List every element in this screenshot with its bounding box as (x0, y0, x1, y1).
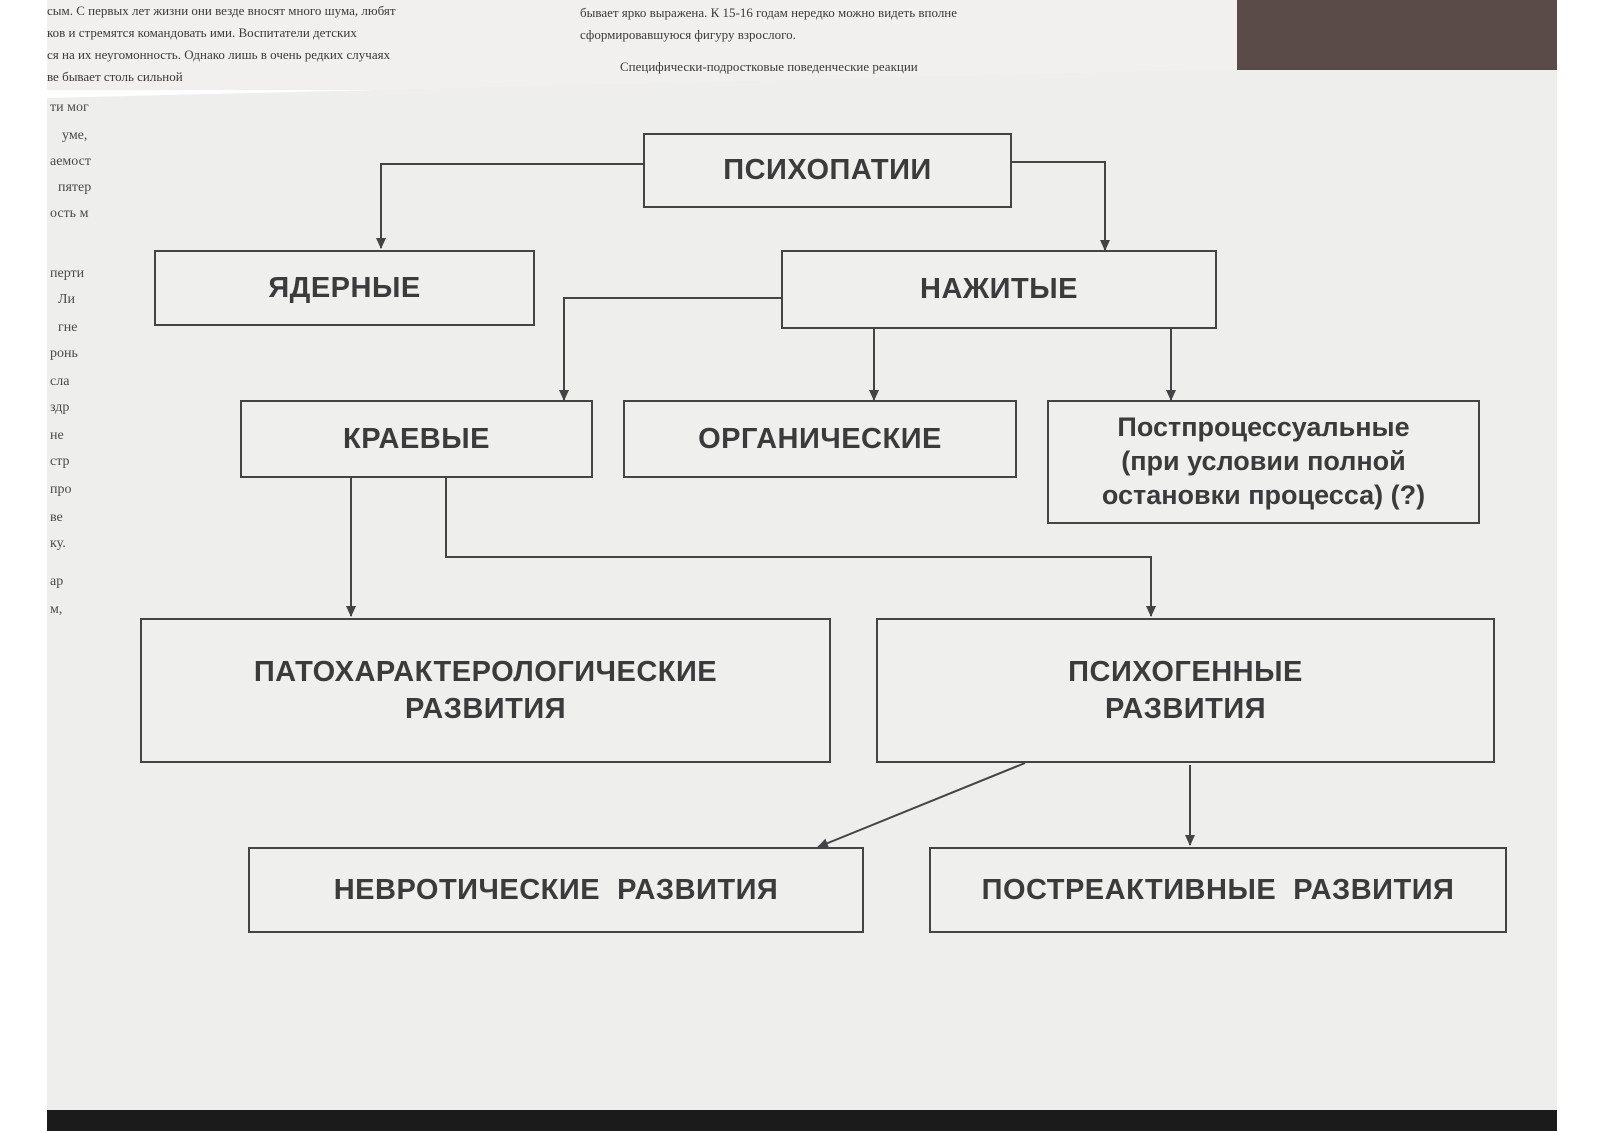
margin-fragment: здр (50, 400, 70, 415)
margin-fragment: ве (50, 510, 63, 525)
node-label-line: остановки процесса) (?) (1101, 479, 1426, 510)
node-acquired: НАЖИТЫЕ (781, 250, 1217, 329)
node-neurotic: НЕВРОТИЧЕСКИЕ РАЗВИТИЯ (248, 847, 864, 933)
node-label-line: (при условии полной (1121, 446, 1406, 477)
node-label: ПСИХОПАТИИ (723, 154, 932, 187)
desk-edge (47, 1108, 1557, 1131)
background-line: ков и стремятся командовать ими. Воспита… (47, 25, 357, 40)
node-label: ОРГАНИЧЕСКИЕ (698, 422, 942, 455)
margin-fragment: ку. (50, 536, 66, 551)
margin-fragment: ость м (50, 206, 89, 221)
diagram-sheet (47, 70, 1557, 1110)
margin-fragment: ар (50, 574, 64, 589)
margin-fragment: ти мог (50, 100, 89, 115)
margin-fragment: стр (50, 454, 70, 469)
background-line: сформировавшуюся фигуру взрослого. (580, 27, 796, 42)
node-label-line: РАЗВИТИЯ (1104, 692, 1267, 725)
margin-fragment: уме, (62, 128, 88, 143)
node-organic: ОРГАНИЧЕСКИЕ (623, 400, 1017, 478)
background-line: ся на их неугомонность. Однако лишь в оч… (47, 47, 391, 62)
margin-fragment: пятер (58, 180, 92, 195)
margin-fragment: аемост (50, 154, 91, 169)
node-postreactive: ПОСТРЕАКТИВНЫЕ РАЗВИТИЯ (929, 847, 1507, 933)
node-label: ЯДЕРНЫЕ (268, 271, 421, 304)
node-marginal: КРАЕВЫЕ (240, 400, 593, 478)
margin-fragment: Ли (58, 292, 75, 307)
node-label: НАЖИТЫЕ (920, 273, 1078, 306)
node-label: НЕВРОТИЧЕСКИЕ РАЗВИТИЯ (333, 873, 779, 906)
background-line: ве бывает столь сильной (47, 69, 183, 84)
node-label-line: ПАТОХАРАКТЕРОЛОГИЧЕСКИЕ (253, 656, 718, 689)
node-nuclear: ЯДЕРНЫЕ (154, 250, 535, 326)
node-label-line: ПСИХОГЕННЫЕ (1068, 656, 1303, 689)
node-label-line: Постпроцессуальные (1117, 412, 1410, 443)
background-text-right: бывает ярко выражена. К 15-16 годам нере… (580, 2, 1160, 78)
node-psychopathies: ПСИХОПАТИИ (643, 133, 1012, 208)
background-line: сым. С первых лет жизни они везде вносят… (47, 3, 396, 18)
node-label: КРАЕВЫЕ (343, 422, 490, 455)
background-line: Специфически-подростковые поведенческие … (620, 59, 918, 74)
margin-fragment: про (50, 482, 72, 497)
margin-fragment: м, (50, 602, 63, 617)
node-pathocharacterological: ПАТОХАРАКТЕРОЛОГИЧЕСКИЕ РАЗВИТИЯ (140, 618, 831, 763)
background-text-left: сым. С первых лет жизни они везде вносят… (47, 0, 487, 88)
margin-fragment: сла (50, 374, 70, 389)
margin-fragment: перти (50, 266, 85, 281)
node-label-line: РАЗВИТИЯ (404, 692, 567, 725)
node-psychogenic: ПСИХОГЕННЫЕ РАЗВИТИЯ (876, 618, 1495, 763)
node-label: ПОСТРЕАКТИВНЫЕ РАЗВИТИЯ (981, 873, 1455, 906)
background-line: бывает ярко выражена. К 15-16 годам нере… (580, 5, 958, 20)
margin-fragment: не (50, 428, 64, 443)
node-postprocess: Постпроцессуальные (при условии полной о… (1047, 400, 1480, 524)
margin-fragment: ронь (50, 346, 78, 361)
margin-fragment: гне (58, 320, 78, 335)
